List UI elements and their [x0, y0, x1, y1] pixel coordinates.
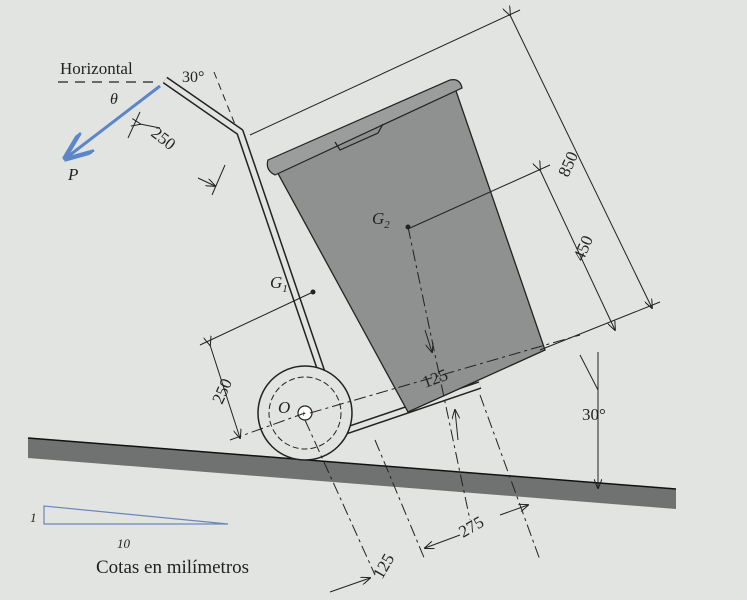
slope-triangle-icon: [43, 505, 229, 525]
label-slope-run: 10: [117, 536, 131, 551]
force-p-arrow: [66, 84, 161, 158]
label-dist-125: 125: [369, 550, 398, 582]
g1-point: [310, 289, 316, 295]
label-g1-height: 250: [208, 376, 236, 407]
label-g2-height: 450: [569, 233, 597, 264]
label-horizontal: Horizontal: [60, 59, 133, 78]
label-force-p: P: [67, 165, 78, 184]
label-origin: O: [278, 398, 290, 417]
inclined-ground: [28, 438, 676, 509]
label-handle-length: 250: [148, 123, 180, 154]
label-slope-rise: 1: [30, 510, 37, 525]
bin-rim: [266, 79, 463, 176]
units-note: Cotas en milímetros: [96, 557, 249, 578]
label-handle-angle: 30°: [182, 69, 204, 86]
label-slope-angle: 30°: [582, 405, 606, 424]
ground-edge: [27, 437, 677, 490]
label-total-height: 850: [554, 149, 582, 180]
label-g2: G2: [372, 209, 390, 231]
g2-point: [405, 224, 411, 230]
label-g1: G1: [270, 273, 288, 295]
label-dist-275: 275: [456, 512, 488, 541]
dimension-lines: [127, 10, 661, 593]
label-theta: θ: [110, 91, 118, 108]
